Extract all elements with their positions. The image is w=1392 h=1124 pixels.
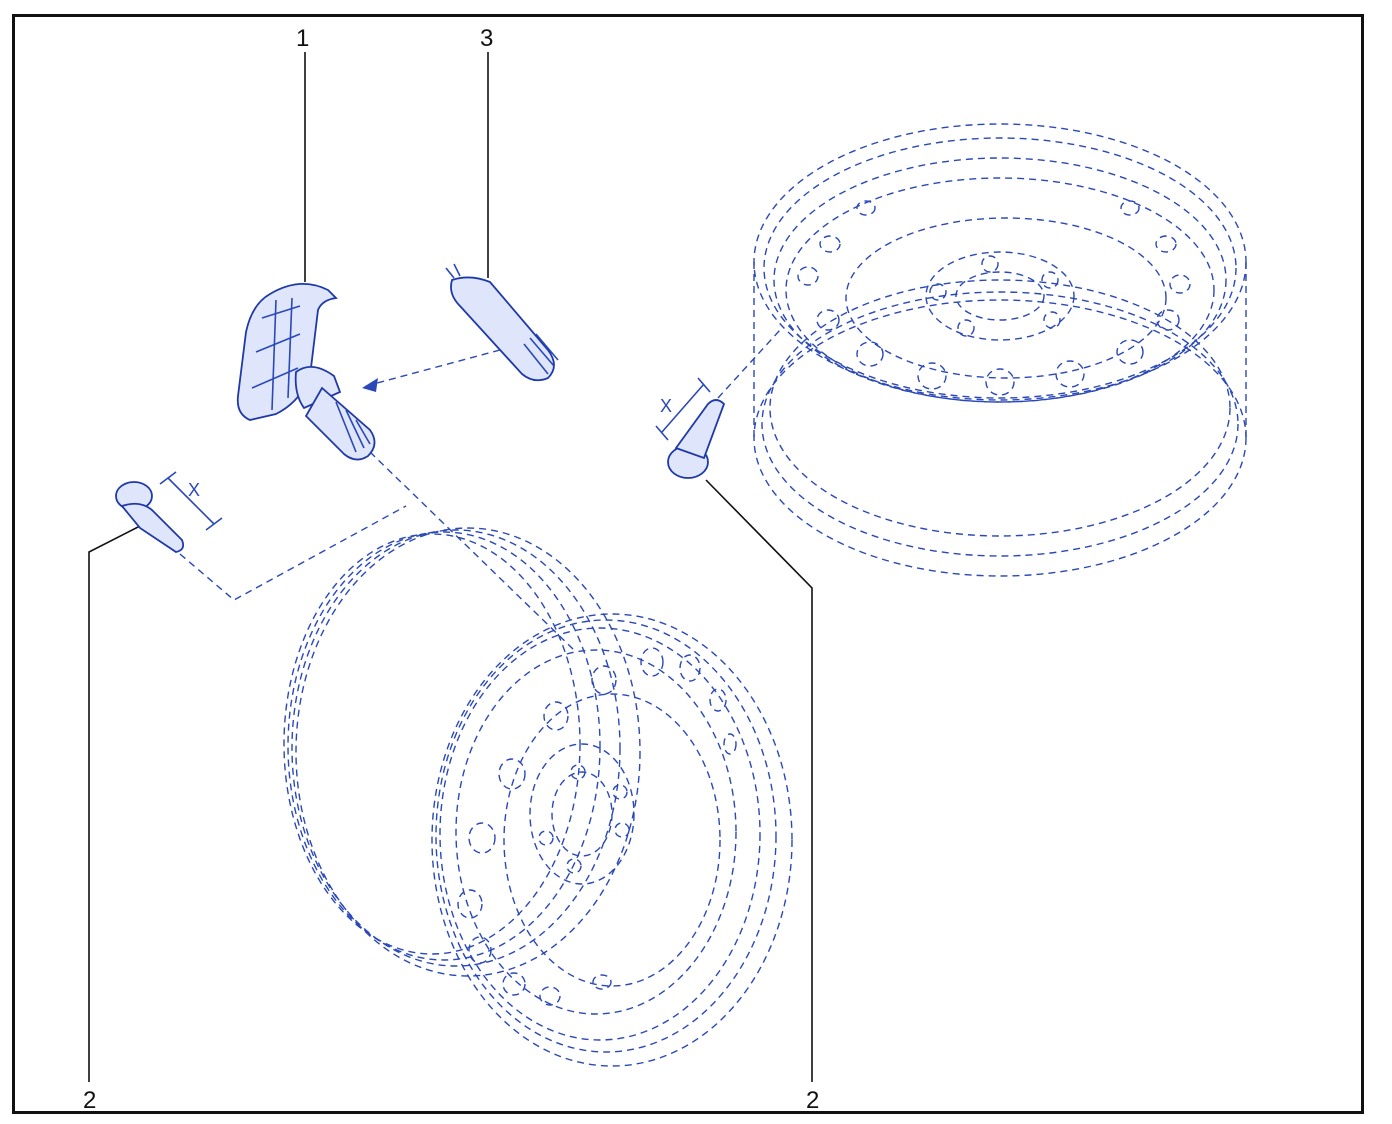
upper-wheel-disc-inner: [845, 217, 1167, 379]
upper-wheel-hub: [925, 251, 1075, 341]
dimension-tick-left-b: [205, 517, 223, 531]
sensor-insert-path: [369, 451, 575, 651]
rubber-valve-left-body: [120, 502, 185, 553]
sensor-stem-thread: [335, 401, 371, 453]
valve-stem-body: [450, 276, 555, 382]
upper-wheel-back-rim-3: [769, 279, 1231, 537]
upper-wheel-back-rim-2: [761, 291, 1239, 557]
lower-wheel-hub: [529, 743, 635, 885]
valve-stem-thread: [523, 333, 559, 375]
callout-2-left-leader: [88, 525, 141, 1082]
lower-wheel-back-rim: [295, 527, 641, 977]
callout-1-label: 1: [296, 25, 309, 52]
lower-wheel-rim-2: [435, 619, 777, 1053]
sensor-collar: [294, 366, 342, 410]
rubber-valve-left: X: [115, 471, 407, 601]
sensor-body-detail: [251, 297, 301, 411]
callout-2-right-leader: [705, 479, 813, 1082]
rubber-valve-right-path: [717, 329, 781, 399]
upper-wheel-lug-holes: [929, 255, 1061, 337]
upper-wheel-back-rim: [753, 299, 1247, 577]
lower-wheel-vent-holes: [457, 647, 737, 1006]
lower-wheel-center-bore: [551, 771, 613, 857]
insert-arrow-icon: [362, 378, 378, 392]
lower-wheel-rim-outer: [431, 613, 793, 1067]
valve-stem-tip: [445, 263, 461, 279]
upper-wheel-vent-holes: [797, 200, 1191, 396]
callout-2-right: 2: [705, 479, 819, 1114]
rubber-valve-right-body: [674, 399, 726, 460]
lower-wheel-lug-holes: [538, 764, 630, 874]
dimension-tick-right-b: [697, 377, 711, 393]
lower-wheel-disc-inner: [503, 693, 721, 987]
lower-wheel-back-rim-3: [287, 531, 601, 961]
rubber-valve-right: X: [655, 329, 781, 479]
lower-wheel-rim-3: [439, 627, 761, 1041]
dimension-line-right: [661, 383, 705, 433]
dimension-label-left: X: [188, 480, 200, 500]
upper-wheel-disc: [785, 177, 1215, 403]
callout-2-left: 2: [83, 525, 141, 1114]
tpms-sensor: [236, 283, 376, 461]
dimension-label-right: X: [660, 396, 672, 416]
valve-stem-insert-path: [365, 349, 501, 387]
callout-3: 3: [480, 25, 493, 278]
lower-wheel: [283, 527, 793, 1067]
sensor-valve-stem: [304, 386, 376, 461]
diagram-frame: [12, 14, 1364, 1114]
callout-1: 1: [296, 25, 309, 282]
dimension-line-left: [167, 477, 215, 525]
dimension-tick-left-a: [159, 471, 177, 485]
upper-wheel-rim-2: [763, 137, 1237, 399]
callout-2-left-label: 2: [83, 1087, 96, 1114]
dimension-tick-right-a: [655, 425, 669, 441]
upper-wheel-center-bore: [955, 271, 1045, 321]
upper-wheel: [753, 123, 1247, 577]
lower-wheel-back-rim-2: [291, 529, 621, 967]
callout-3-label: 3: [480, 25, 493, 52]
callout-2-right-label: 2: [806, 1087, 819, 1114]
rubber-valve-left-path: [179, 505, 407, 601]
lower-wheel-back-rim-4: [283, 533, 581, 955]
valve-stem-metal: [362, 263, 559, 392]
upper-wheel-rim-3: [773, 157, 1227, 403]
lower-wheel-disc: [455, 649, 737, 1015]
